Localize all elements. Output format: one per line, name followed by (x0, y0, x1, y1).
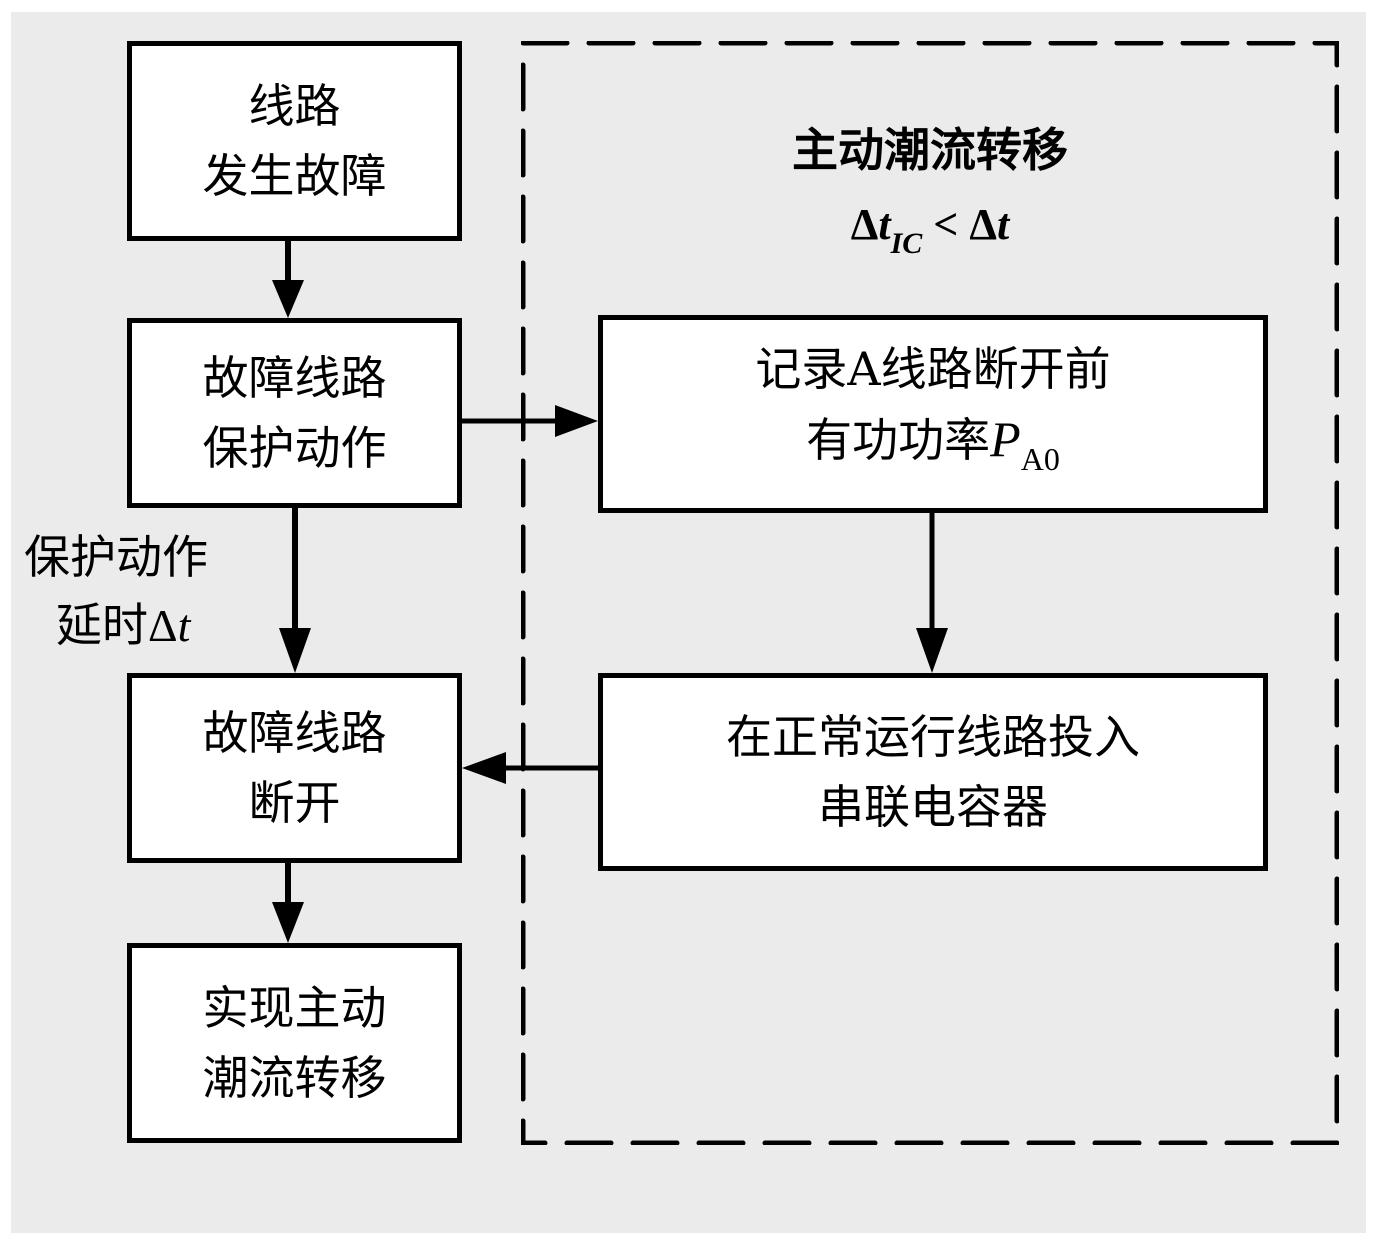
step-realize-transfer-line1: 实现主动 (202, 981, 387, 1035)
group-condition: ΔtIC < Δt (850, 200, 1010, 260)
step-faulted-line-open-line2: 断开 (248, 776, 341, 830)
step-insert-capacitor-line1: 在正常运行线路投入 (726, 710, 1140, 764)
step-line-fault-line1: 线路 (248, 79, 341, 133)
step-realize-transfer-line2: 潮流转移 (202, 1051, 387, 1105)
step-protection-action-line1: 故障线路 (202, 351, 387, 405)
step-faulted-line-open: 故障线路 断开 (127, 673, 462, 863)
active-power-flow-transfer-group (521, 41, 1339, 1145)
step-faulted-line-open-line1: 故障线路 (202, 706, 387, 760)
step-record-power-line2: 有功功率PA0 (806, 411, 1060, 477)
step-line-fault-line2: 发生故障 (202, 149, 387, 203)
step-line-fault: 线路 发生故障 (127, 41, 462, 241)
step-realize-transfer: 实现主动 潮流转移 (127, 943, 462, 1143)
step-record-power-line1: 记录A线路断开前 (755, 342, 1111, 396)
protection-delay-label-line1: 保护动作 (24, 530, 208, 584)
arrow-stepA-to-stepB (916, 513, 948, 673)
protection-delay-label: 保护动作 延时Δt (20, 523, 250, 660)
arrow-stepB-to-step3 (462, 752, 598, 784)
group-title: 主动潮流转移 (792, 123, 1068, 177)
step-insert-capacitor-line2: 串联电容器 (818, 780, 1048, 834)
arrow-step2-to-stepA (462, 405, 598, 437)
step-insert-capacitor: 在正常运行线路投入 串联电容器 (598, 673, 1268, 871)
arrow-step1-to-step2 (272, 241, 304, 318)
arrow-step3-to-step4 (272, 863, 304, 943)
arrow-step2-to-step3 (279, 508, 311, 673)
step-protection-action-line2: 保护动作 (202, 421, 387, 475)
step-record-power: 记录A线路断开前 有功功率PA0 (598, 315, 1268, 513)
protection-delay-label-line2: 延时Δt (56, 598, 191, 652)
step-protection-action: 故障线路 保护动作 (127, 318, 462, 508)
